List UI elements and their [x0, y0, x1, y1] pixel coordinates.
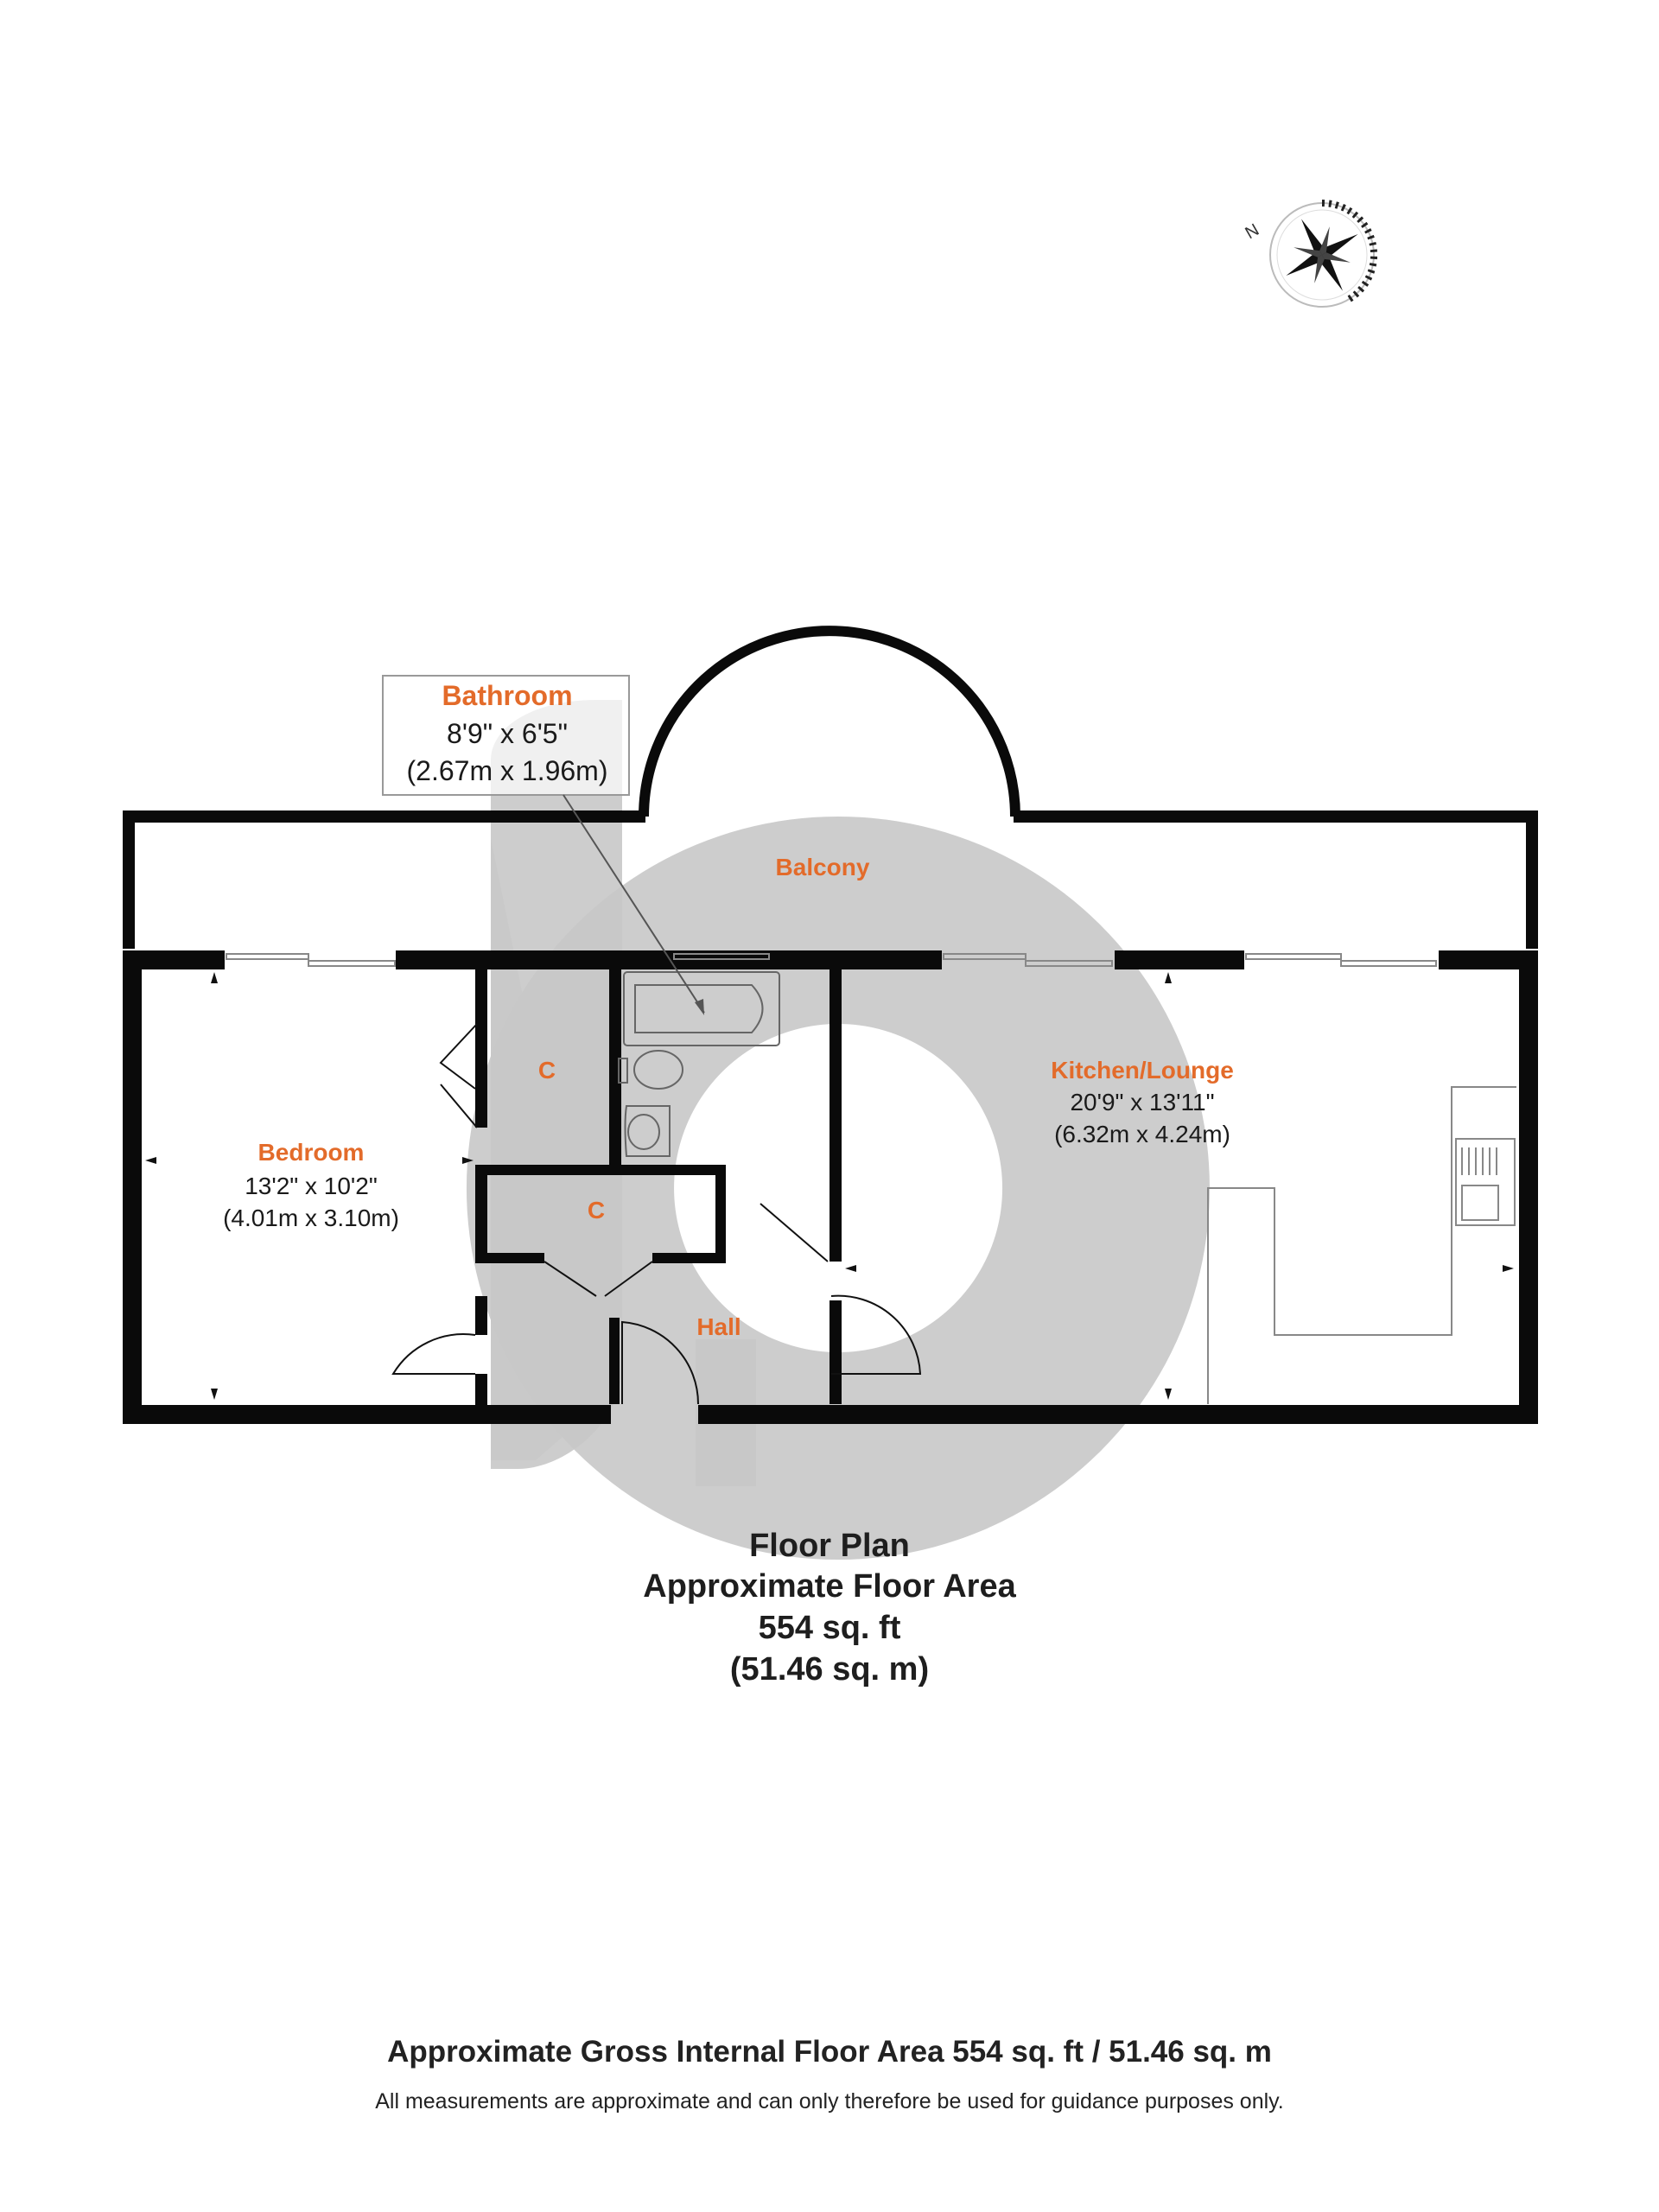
bedroom-name: Bedroom — [258, 1139, 365, 1166]
kitchen-lounge-dim-imperial: 20'9" x 13'11" — [1070, 1089, 1214, 1116]
kitchen-lounge-name: Kitchen/Lounge — [1051, 1057, 1234, 1084]
cupboard-1-name: C — [538, 1057, 556, 1084]
doors — [391, 1023, 922, 1405]
compass-rose-icon: N — [1243, 200, 1378, 308]
cupboard-2-name: C — [588, 1197, 605, 1224]
bedroom-dim-imperial: 13'2" x 10'2" — [245, 1173, 378, 1199]
external-walls — [123, 950, 1538, 1424]
internal-walls — [475, 968, 842, 1408]
balcony-name: Balcony — [776, 854, 870, 880]
bathroom-dim-imperial: 8'9" x 6'5" — [447, 718, 568, 749]
bathroom-dim-metric: (2.67m x 1.96m) — [407, 755, 608, 786]
balcony-walls — [123, 810, 1538, 949]
bathroom-leader-line — [563, 794, 705, 1014]
kitchen-units — [1207, 1086, 1516, 1404]
bedroom-dim-metric: (4.01m x 3.10m) — [223, 1205, 399, 1231]
bathroom-fixtures — [618, 971, 780, 1157]
summary-subtitle: Approximate Floor Area — [643, 1568, 1016, 1605]
hall-name: Hall — [696, 1313, 741, 1340]
dimension-arrows — [145, 972, 1514, 1400]
summary-area-sqft: 554 sq. ft — [758, 1610, 901, 1646]
bathroom-callout-box — [382, 675, 630, 796]
balcony-bay-wall — [639, 626, 1020, 817]
summary-area-sqm: (51.46 sq. m) — [729, 1651, 930, 1688]
footer-gross-area: Approximate Gross Internal Floor Area 55… — [387, 2035, 1272, 2069]
bathroom-name: Bathroom — [442, 680, 572, 711]
windows — [226, 953, 1437, 967]
compass-north-label: N — [1243, 220, 1263, 243]
kitchen-lounge-dim-metric: (6.32m x 4.24m) — [1054, 1121, 1230, 1147]
footer-disclaimer: All measurements are approximate and can… — [375, 2089, 1284, 2113]
watermark-logo — [466, 700, 1210, 1560]
summary-title: Floor Plan — [749, 1528, 910, 1564]
bathroom-leader-arrow — [695, 999, 704, 1015]
